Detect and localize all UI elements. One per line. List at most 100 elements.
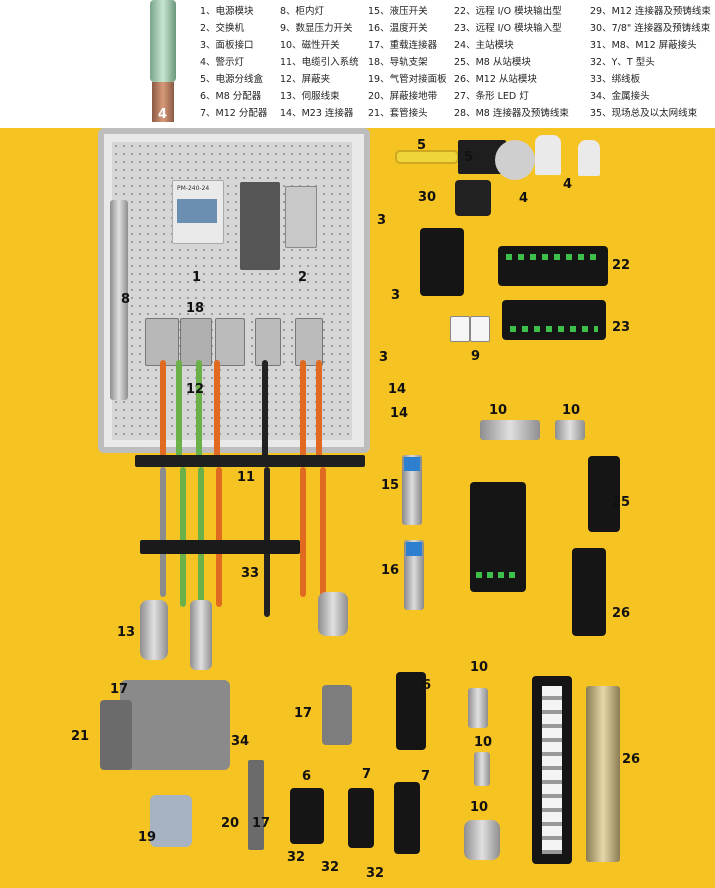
legend-item: 17、重载连接器 xyxy=(368,40,438,51)
green-cable xyxy=(180,467,186,607)
grey-cable xyxy=(160,467,166,597)
legend: 1、电源模块 2、交换机 3、面板接口 4、警示灯 5、电源分线盒 6、M8 分… xyxy=(200,6,715,126)
callout-number: 4 xyxy=(563,177,573,192)
callout-number: 14 xyxy=(388,382,407,397)
magnetic-switch xyxy=(464,820,500,860)
callout-number: 2 xyxy=(298,270,308,285)
magnetic-switch xyxy=(468,688,488,728)
callout-number: 33 xyxy=(241,566,260,581)
legend-item: 30、7/8" 连接器及预铸线束 xyxy=(590,23,711,34)
status-leds xyxy=(510,326,598,332)
green-cable xyxy=(176,360,182,460)
callout-number: 5 xyxy=(417,138,427,153)
conduit-fitting xyxy=(100,700,132,770)
callout-number: 6 xyxy=(302,769,312,784)
status-leds xyxy=(506,254,600,260)
callout-number: 7 xyxy=(421,769,431,784)
cable-tie-board xyxy=(140,540,300,554)
callout-number: 17 xyxy=(294,706,313,721)
callout-number: 32 xyxy=(366,866,385,881)
callout-number: 12 xyxy=(186,382,205,397)
black-cable xyxy=(262,360,268,460)
orange-cable xyxy=(300,467,306,597)
legend-item: 21、套管接头 xyxy=(368,108,428,119)
callout-number: 10 xyxy=(470,660,489,675)
hydraulic-switch xyxy=(402,455,422,525)
hydraulic-switch-display xyxy=(404,457,420,471)
legend-item: 6、M8 分配器 xyxy=(200,91,262,102)
callout-number: 15 xyxy=(381,478,400,493)
heavy-duty-connector xyxy=(120,680,230,770)
m23-connector xyxy=(318,592,348,636)
callout-number: 21 xyxy=(71,729,90,744)
callout-number: 4 xyxy=(158,107,168,122)
callout-number: 11 xyxy=(237,470,256,485)
m8-slave-module xyxy=(588,456,620,532)
legend-item: 18、导轨支架 xyxy=(368,57,428,68)
m8-distributor xyxy=(396,672,426,750)
legend-item: 8、柜内灯 xyxy=(280,6,325,17)
callout-number: 3 xyxy=(391,288,401,303)
callout-number: 34 xyxy=(231,734,250,749)
orange-cable xyxy=(214,360,220,460)
callout-number: 8 xyxy=(121,292,131,307)
shield-ground-strap xyxy=(248,760,264,850)
callout-number: 5 xyxy=(464,150,474,165)
temperature-switch xyxy=(404,540,424,610)
callout-number: 10 xyxy=(489,403,508,418)
servo-connector xyxy=(140,600,168,660)
callout-number: 16 xyxy=(381,563,400,578)
legend-item: 20、屏蔽接地带 xyxy=(368,91,438,102)
magnetic-switch xyxy=(474,752,490,786)
callout-number: 26 xyxy=(612,606,631,621)
callout-number: 22 xyxy=(612,258,631,273)
m12-slave-module xyxy=(572,548,606,636)
power-supply: PM-240-24 xyxy=(172,180,224,244)
warning-lamp-tube xyxy=(150,0,176,82)
heavy-duty-connector xyxy=(322,685,352,745)
orange-cable xyxy=(216,467,222,607)
legend-item: 29、M12 连接器及预铸线束 xyxy=(590,6,711,17)
panel-interface-block xyxy=(285,186,317,248)
callout-number: 13 xyxy=(117,625,136,640)
legend-item: 35、现场总及以太网线束 xyxy=(590,108,698,119)
cable-entry-system xyxy=(135,455,365,467)
legend-item: 19、气管对接面板 xyxy=(368,74,447,85)
callout-number: 32 xyxy=(321,860,340,875)
legend-item: 3、面板接口 xyxy=(200,40,254,51)
callout-number: 3 xyxy=(379,350,389,365)
callout-number: 4 xyxy=(519,191,529,206)
status-leds xyxy=(476,572,520,578)
cabinet-light xyxy=(110,200,128,400)
legend-item: 15、液压开关 xyxy=(368,6,428,17)
callout-number: 17 xyxy=(110,682,129,697)
callout-number: 30 xyxy=(418,190,437,205)
legend-item: 12、屏蔽夹 xyxy=(280,74,331,85)
legend-item: 28、M8 连接器及预铸线束 xyxy=(454,108,569,119)
remote-io-input-module xyxy=(502,300,606,340)
led-bar-light xyxy=(586,686,620,862)
temperature-switch-display xyxy=(406,542,422,556)
magnetic-switch xyxy=(480,420,540,440)
servo-connector xyxy=(190,600,212,670)
legend-item: 13、伺服线束 xyxy=(280,91,340,102)
legend-item: 23、远程 I/O 模块输入型 xyxy=(454,23,562,34)
power-supply-front xyxy=(177,199,217,223)
legend-item: 24、主站模块 xyxy=(454,40,514,51)
legend-item: 9、数显压力开关 xyxy=(280,23,353,34)
legend-item: 26、M12 从站模块 xyxy=(454,74,537,85)
legend-item: 4、警示灯 xyxy=(200,57,245,68)
legend-item: 7、M12 分配器 xyxy=(200,108,268,119)
callout-number: 10 xyxy=(470,800,489,815)
pressure-switch xyxy=(470,316,490,342)
legend-item: 32、Y、T 型头 xyxy=(590,57,655,68)
legend-item: 25、M8 从站模块 xyxy=(454,57,531,68)
master-module xyxy=(470,482,526,592)
callout-number: 26 xyxy=(622,752,641,767)
master-module xyxy=(495,140,535,180)
legend-item: 31、M8、M12 屏蔽接头 xyxy=(590,40,697,51)
remote-io-output-module xyxy=(498,246,608,286)
led-strip xyxy=(542,686,562,854)
legend-item: 27、条形 LED 灯 xyxy=(454,91,529,102)
legend-item: 22、远程 I/O 模块输出型 xyxy=(454,6,562,17)
